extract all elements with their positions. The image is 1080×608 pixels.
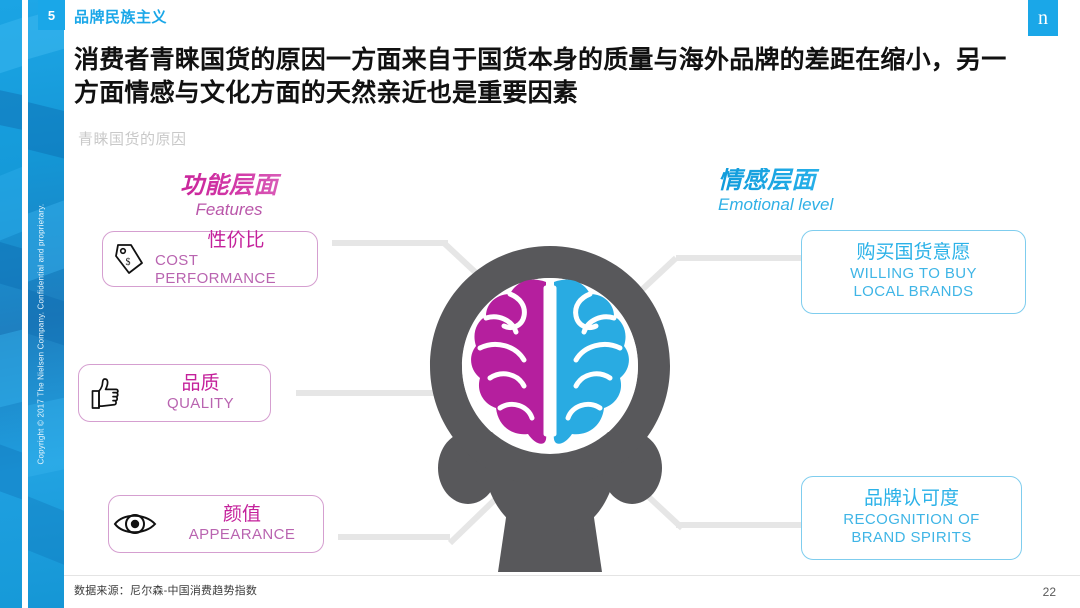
item-recognition-en-line2: BRAND SPIRITS	[851, 529, 972, 547]
sidebar-wave	[0, 153, 22, 243]
item-willing-to-buy-en-line2: LOCAL BRANDS	[853, 283, 974, 301]
column-header-features-en: Features	[195, 200, 263, 220]
brain-left-hemisphere	[471, 279, 549, 444]
connector-quality-horizontal	[296, 390, 471, 396]
column-header-features-cn: 功能层面	[134, 172, 324, 199]
sidebar-white-gap	[22, 0, 28, 608]
brain-right-hemisphere	[551, 279, 629, 444]
thumbs-up-icon	[79, 375, 131, 411]
page-subtitle: 青睐国货的原因	[78, 131, 187, 148]
connector-appearance-horizontal	[338, 534, 450, 540]
item-willing-to-buy-cn: 购买国货意愿	[856, 241, 971, 263]
page-title: 消费者青睐国货的原因一方面来自于国货本身的质量与海外品牌的差距在缩小，另一方面情…	[74, 46, 1007, 108]
eye-icon	[109, 509, 161, 539]
data-source-text: 数据来源：尼尔森-中国消费趋势指数	[74, 585, 258, 597]
item-cost-performance-cn: 性价比	[207, 230, 265, 252]
sidebar-ribbon: Copyright © 2017 The Nielsen Company. Co…	[28, 0, 64, 608]
connector-cost-horizontal	[332, 240, 448, 246]
item-recognition[interactable]: 品牌认可度 RECOGNITION OF BRAND SPIRITS	[801, 476, 1022, 560]
connector-willing-horizontal	[676, 255, 806, 261]
sidebar-decoration	[0, 0, 22, 608]
item-willing-to-buy-en-line1: WILLING TO BUY	[850, 264, 977, 282]
sidebar-wave	[0, 320, 22, 410]
item-quality[interactable]: 品质 QUALITY	[78, 364, 271, 422]
connector-recognition-horizontal	[676, 522, 806, 528]
sidebar-wave	[0, 5, 22, 77]
item-quality-text: 品质 QUALITY	[131, 373, 270, 413]
section-number-badge: 5	[38, 0, 65, 30]
sidebar-wave	[0, 440, 22, 514]
sidebar-wave	[0, 87, 22, 139]
copyright-text: Copyright © 2017 The Nielsen Company. Co…	[36, 203, 46, 465]
item-cost-performance-en: COST PERFORMANCE	[155, 251, 277, 287]
item-recognition-cn: 品牌认可度	[863, 487, 959, 509]
item-cost-performance[interactable]: $ 性价比 COST PERFORMANCE	[102, 230, 318, 288]
item-appearance-en: APPEARANCE	[188, 525, 296, 543]
section-title: 品牌民族主义	[74, 9, 168, 26]
item-willing-to-buy[interactable]: 购买国货意愿 WILLING TO BUY LOCAL BRANDS	[801, 230, 1026, 314]
ribbon-wave	[28, 284, 64, 358]
item-cost-performance-text: 性价比 COST PERFORMANCE	[155, 230, 317, 288]
ribbon-wave	[28, 188, 64, 286]
column-header-features: 功能层面 Features	[134, 172, 324, 221]
column-header-emotional-cn: 情感层面	[718, 167, 928, 194]
price-tag-icon: $	[103, 241, 155, 277]
column-header-emotional-en: Emotional level	[718, 195, 834, 215]
head-with-brain-illustration	[420, 236, 680, 572]
sidebar-wave	[0, 238, 22, 302]
item-quality-en: QUALITY	[167, 394, 234, 412]
item-appearance[interactable]: 颜值 APPEARANCE	[108, 495, 324, 553]
svg-text:$: $	[126, 257, 131, 268]
item-appearance-text: 颜值 APPEARANCE	[161, 504, 323, 544]
ribbon-wave	[28, 491, 64, 579]
ribbon-wave	[28, 97, 64, 169]
page-number: 22	[1042, 585, 1056, 599]
item-quality-cn: 品质	[181, 373, 220, 395]
column-header-emotional: 情感层面 Emotional level	[718, 167, 928, 216]
item-recognition-en-line1: RECOGNITION OF	[843, 510, 980, 528]
item-appearance-cn: 颜值	[222, 504, 261, 526]
nielsen-logo-icon: n	[1028, 0, 1058, 36]
footer-divider	[64, 575, 1080, 576]
ribbon-wave	[28, 389, 64, 481]
